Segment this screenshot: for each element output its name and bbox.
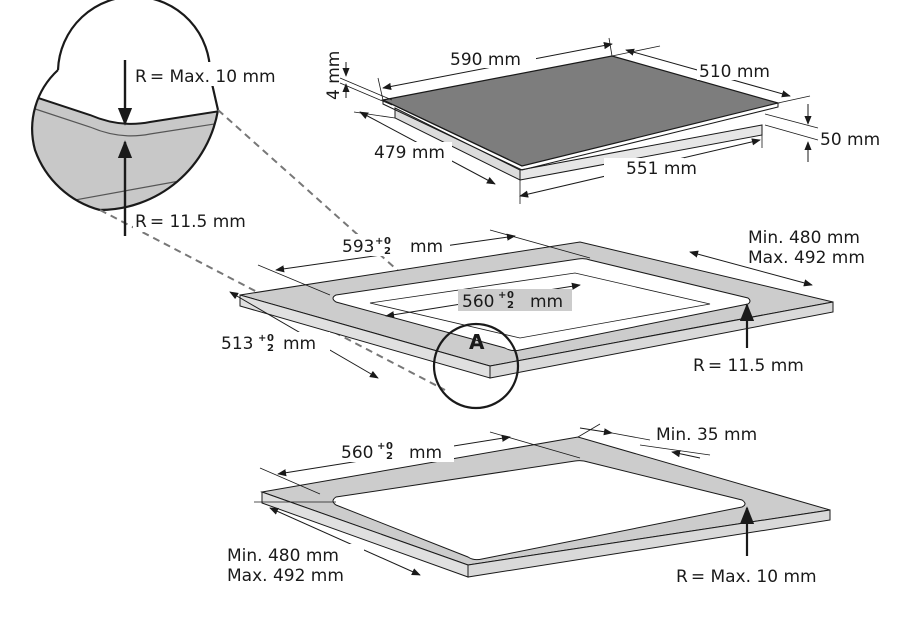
cutout-a-inner-width-tol-lower: 2 <box>507 300 514 311</box>
cutout-a-outer-width-tol-lower: 2 <box>384 246 391 257</box>
cutout-a-outer-depth-tol-lower: 2 <box>267 343 274 354</box>
cutout-b-width-plus: + <box>377 441 385 452</box>
cutout-b-width-unit: mm <box>409 443 442 463</box>
cutout-a-radius-symbol: R <box>693 356 705 376</box>
cutout-b-width-tol-lower: 2 <box>386 451 393 462</box>
cutout-a-illustration: 593 + 0 2 mm 513 + 0 2 mm 560 + 0 2 mm M… <box>218 228 865 410</box>
cutout-b-radius-symbol: R <box>676 567 688 587</box>
cutout-b-min-depth: Min. 480 mm <box>227 546 339 566</box>
cutout-a-outer-width-plus: + <box>375 236 383 247</box>
detail-r-bottom-value: = 11.5 mm <box>150 212 246 232</box>
hob-width-label: 590 mm <box>450 50 521 70</box>
cutout-b-max-depth: Max. 492 mm <box>227 566 344 586</box>
cutout-a-outer-depth-unit: mm <box>283 334 316 354</box>
detail-a-marker: A <box>469 330 485 354</box>
cutout-a-outer-depth-value: 513 <box>221 334 253 354</box>
cutout-b-illustration: 560 + 0 2 mm Min. 35 mm Min. 480 mm Max.… <box>224 423 831 587</box>
cutout-a-outer-depth-plus: + <box>258 333 266 344</box>
svg-text:R= 11.5 mm: R= 11.5 mm <box>135 212 246 232</box>
cutout-a-inner-width-unit: mm <box>530 292 563 312</box>
cutout-a-outer-width-value: 593 <box>342 237 374 257</box>
cutout-a-outer-depth-tol-upper: 0 <box>267 333 274 344</box>
detail-r-bottom-symbol: R <box>135 212 147 232</box>
detail-r-top-symbol: R <box>135 67 147 87</box>
cutout-b-width-tol-upper: 0 <box>386 441 393 452</box>
cutout-a-inner-width-plus: + <box>498 290 506 301</box>
cutout-a-inner-width-tol-upper: 0 <box>507 290 514 301</box>
cutout-a-outer-width-tol-upper: 0 <box>384 236 391 247</box>
svg-text:R= Max. 10 mm: R= Max. 10 mm <box>676 567 817 587</box>
hob-illustration: 590 mm 510 mm 4 mm 479 mm 551 mm 50 mm <box>324 37 880 204</box>
hob-depth-label: 510 mm <box>699 62 770 82</box>
svg-text:R= Max. 10 mm: R= Max. 10 mm <box>135 67 276 87</box>
hob-inner-width-label: 551 mm <box>626 159 697 179</box>
detail-r-top-value: = Max. 10 mm <box>150 67 276 87</box>
svg-text:R= 11.5 mm: R= 11.5 mm <box>693 356 804 376</box>
detail-a-circle <box>432 322 520 410</box>
cutout-a-radius-value: = 11.5 mm <box>708 356 804 376</box>
svg-text:593: 593 <box>342 237 374 257</box>
cutout-b-width-value: 560 <box>341 443 373 463</box>
cutout-a-outer-width-unit: mm <box>410 237 443 257</box>
hob-height-label: 50 mm <box>820 130 880 150</box>
cutout-b-min-edge: Min. 35 mm <box>656 425 757 445</box>
cutout-b-radius-value: = Max. 10 mm <box>691 567 817 587</box>
hob-thickness-label: 4 mm <box>324 51 344 100</box>
hob-inner-depth-label: 479 mm <box>374 143 445 163</box>
cutout-a-inner-width-value: 560 <box>462 292 494 312</box>
cutout-a-max-depth: Max. 492 mm <box>748 248 865 268</box>
cutout-a-min-depth: Min. 480 mm <box>748 228 860 248</box>
